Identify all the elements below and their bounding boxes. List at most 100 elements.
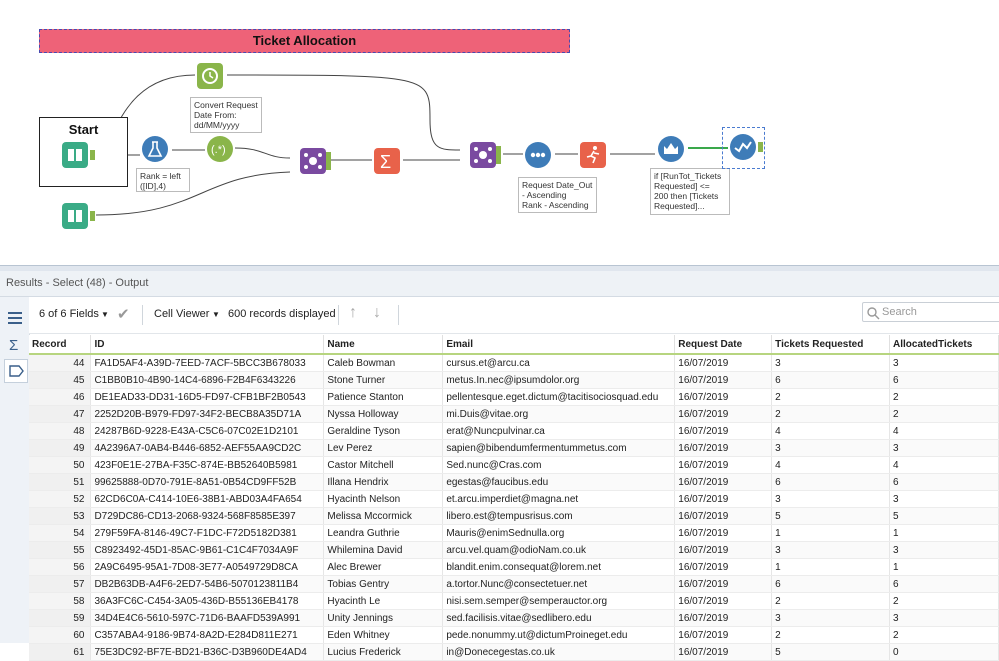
record-number-cell[interactable]: 57 xyxy=(29,575,92,593)
chevron-down-icon[interactable]: ▼ xyxy=(212,310,220,319)
table-cell[interactable]: Hyacinth Nelson xyxy=(323,490,444,508)
table-cell[interactable]: 3 xyxy=(889,439,999,457)
record-number-cell[interactable]: 50 xyxy=(29,456,92,474)
record-number-cell[interactable]: 53 xyxy=(29,507,92,525)
table-cell[interactable]: 5 xyxy=(771,507,890,525)
output-anchor[interactable] xyxy=(90,150,95,160)
record-number-cell[interactable]: 55 xyxy=(29,541,92,559)
input-data-tool-1[interactable] xyxy=(62,142,88,168)
table-cell[interactable]: 75E3DC92-BF7E-BD21-B36C-D3B960DE4AD4 xyxy=(90,643,325,661)
table-cell[interactable]: 3 xyxy=(889,609,999,627)
table-cell[interactable]: 1 xyxy=(771,524,890,542)
table-cell[interactable]: Stone Turner xyxy=(323,371,444,389)
table-cell[interactable]: 16/07/2019 xyxy=(674,388,773,406)
table-cell[interactable]: 16/07/2019 xyxy=(674,609,773,627)
column-header[interactable]: Record xyxy=(29,335,92,355)
table-cell[interactable]: 2 xyxy=(771,388,890,406)
record-number-cell[interactable]: 58 xyxy=(29,592,92,610)
record-number-cell[interactable]: 52 xyxy=(29,490,92,508)
column-header[interactable]: Email xyxy=(442,335,676,355)
join-output-anchors[interactable] xyxy=(496,146,501,164)
table-cell[interactable]: 5 xyxy=(889,507,999,525)
table-cell[interactable]: Hyacinth Le xyxy=(323,592,444,610)
table-cell[interactable]: 16/07/2019 xyxy=(674,405,773,423)
table-cell[interactable]: 16/07/2019 xyxy=(674,643,773,661)
table-cell[interactable]: 3 xyxy=(771,541,890,559)
sigma-view-icon[interactable]: Σ xyxy=(4,333,26,355)
record-number-cell[interactable]: 54 xyxy=(29,524,92,542)
table-cell[interactable]: 6 xyxy=(889,575,999,593)
table-cell[interactable]: pellentesque.eget.dictum@tacitisociosqua… xyxy=(442,388,676,406)
join-output-anchors[interactable] xyxy=(326,152,331,170)
select-tool[interactable] xyxy=(730,134,756,160)
table-cell[interactable]: 2 xyxy=(889,388,999,406)
list-view-icon[interactable] xyxy=(4,307,26,329)
record-number-cell[interactable]: 44 xyxy=(29,354,92,372)
table-cell[interactable]: 16/07/2019 xyxy=(674,422,773,440)
record-number-cell[interactable]: 61 xyxy=(29,643,92,661)
table-cell[interactable]: blandit.enim.consequat@lorem.net xyxy=(442,558,676,576)
table-cell[interactable]: 3 xyxy=(889,354,999,372)
cell-viewer-dropdown[interactable]: Cell Viewer xyxy=(154,308,210,320)
table-cell[interactable]: 3 xyxy=(889,541,999,559)
record-number-cell[interactable]: 46 xyxy=(29,388,92,406)
running-total-tool[interactable] xyxy=(580,142,606,168)
record-number-cell[interactable]: 56 xyxy=(29,558,92,576)
table-cell[interactable]: Mauris@enimSednulla.org xyxy=(442,524,676,542)
table-cell[interactable]: sapien@bibendumfermentummetus.com xyxy=(442,439,676,457)
table-cell[interactable]: 16/07/2019 xyxy=(674,575,773,593)
table-cell[interactable]: 5 xyxy=(771,643,890,661)
arrow-down-icon[interactable]: ↓ xyxy=(373,304,381,321)
table-cell[interactable]: mi.Duis@vitae.org xyxy=(442,405,676,423)
table-cell[interactable]: Illana Hendrix xyxy=(323,473,444,491)
table-cell[interactable]: C357ABA4-9186-9B74-8A2D-E284D811E271 xyxy=(90,626,325,644)
table-cell[interactable]: pede.nonummy.ut@dictumProineget.edu xyxy=(442,626,676,644)
table-cell[interactable]: Caleb Bowman xyxy=(323,354,444,372)
table-cell[interactable]: Castor Mitchell xyxy=(323,456,444,474)
table-cell[interactable]: Unity Jennings xyxy=(323,609,444,627)
table-cell[interactable]: 2 xyxy=(771,405,890,423)
table-cell[interactable]: 24287B6D-9228-E43A-C5C6-07C02E1D2101 xyxy=(90,422,325,440)
table-cell[interactable]: 34D4E4C6-5610-597C-71D6-BAAFD539A991 xyxy=(90,609,325,627)
table-cell[interactable]: 16/07/2019 xyxy=(674,558,773,576)
column-header[interactable]: Tickets Requested xyxy=(771,335,890,355)
check-icon[interactable]: ✔ xyxy=(117,306,130,323)
table-cell[interactable]: 16/07/2019 xyxy=(674,439,773,457)
table-cell[interactable]: Lev Perez xyxy=(323,439,444,457)
table-cell[interactable]: 6 xyxy=(889,371,999,389)
record-number-cell[interactable]: 59 xyxy=(29,609,92,627)
table-cell[interactable]: Eden Whitney xyxy=(323,626,444,644)
record-number-cell[interactable]: 49 xyxy=(29,439,92,457)
table-cell[interactable]: 2 xyxy=(889,592,999,610)
output-anchor[interactable] xyxy=(758,142,763,152)
record-number-cell[interactable]: 47 xyxy=(29,405,92,423)
table-cell[interactable]: 4 xyxy=(889,456,999,474)
table-cell[interactable]: D729DC86-CD13-2068-9324-568F8585E397 xyxy=(90,507,325,525)
table-cell[interactable]: 4 xyxy=(771,422,890,440)
table-cell[interactable]: 4 xyxy=(771,456,890,474)
table-cell[interactable]: 16/07/2019 xyxy=(674,371,773,389)
table-cell[interactable]: 3 xyxy=(771,609,890,627)
table-cell[interactable]: 4 xyxy=(889,422,999,440)
table-cell[interactable]: C8923492-45D1-85AC-9B61-C1C4F7034A9F xyxy=(90,541,325,559)
column-header[interactable]: ID xyxy=(90,335,325,355)
table-cell[interactable]: 16/07/2019 xyxy=(674,541,773,559)
tag-view-icon[interactable] xyxy=(4,359,28,383)
table-cell[interactable]: 16/07/2019 xyxy=(674,592,773,610)
table-cell[interactable]: 16/07/2019 xyxy=(674,507,773,525)
table-cell[interactable]: 2 xyxy=(889,626,999,644)
table-cell[interactable]: 4A2396A7-0AB4-B446-6852-AEF55AA9CD2C xyxy=(90,439,325,457)
